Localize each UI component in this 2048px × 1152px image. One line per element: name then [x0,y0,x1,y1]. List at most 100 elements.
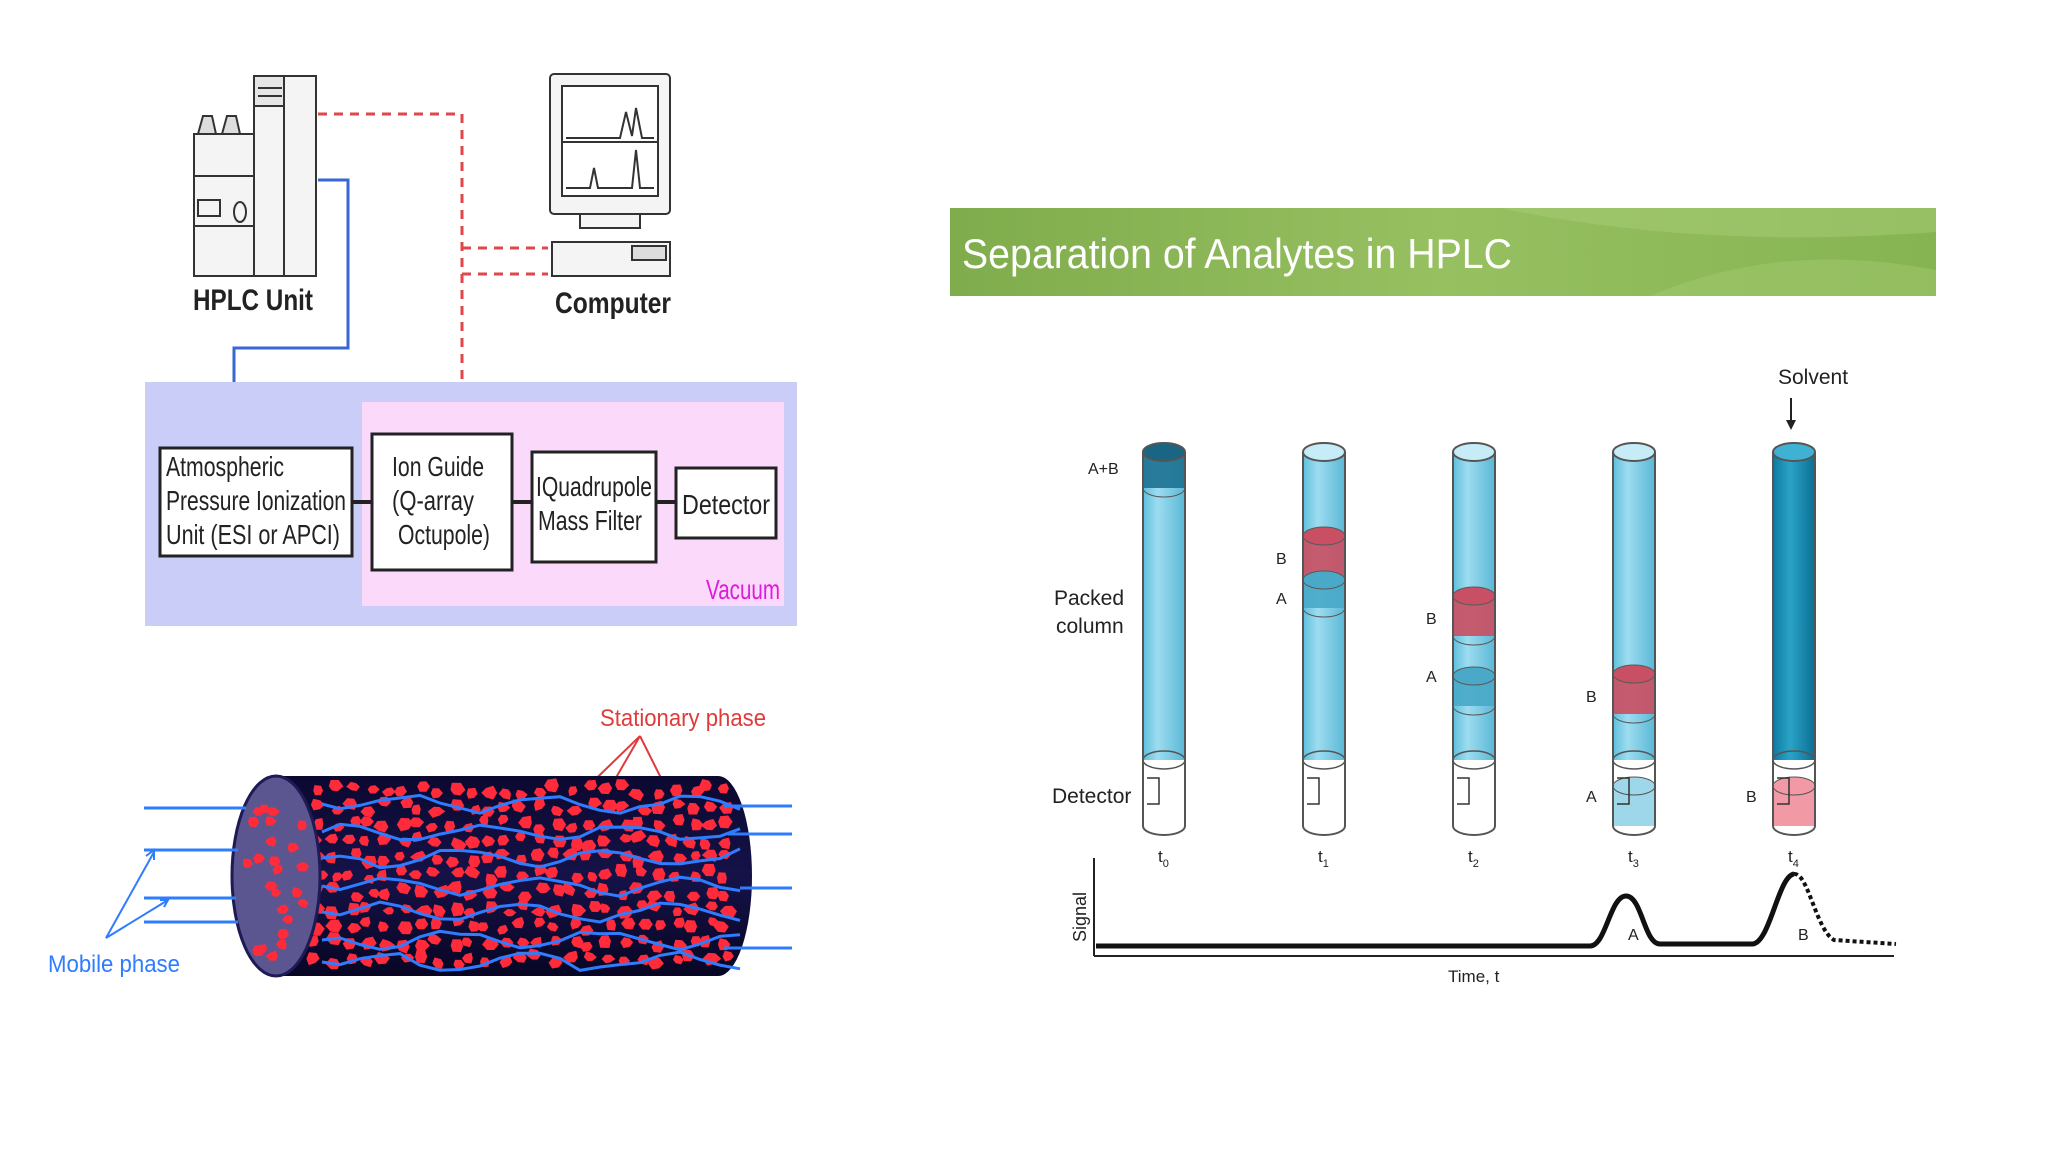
tube-bottom [1452,825,1496,836]
stationary-particle [377,888,390,901]
stationary-particle [350,848,362,859]
face-particle [281,915,294,924]
stationary-particle [347,922,362,934]
stationary-particle [517,937,530,948]
analyte-band-label: B [1276,551,1287,568]
stationary-particle [597,835,611,847]
detector-bracket [1777,777,1790,805]
stationary-particle [615,863,627,878]
stationary-particle [414,918,429,930]
tube-body [1143,452,1185,760]
ms-detector-label: Detector [682,489,770,520]
stationary-particle [533,824,546,835]
column-tube-1 [1302,442,1346,836]
stationary-particle [453,959,465,970]
stationary-particle [683,920,698,933]
stationary-particle [342,834,356,844]
stationary-particle [377,921,389,932]
ion-guide-box [370,432,514,572]
column-tube-0 [1142,442,1186,836]
stationary-particle [396,882,412,895]
stationary-particle [493,866,507,878]
stationary-particle [445,856,459,868]
peak-a-label: A [1628,927,1639,944]
stationary-particle [310,798,325,811]
face-particle [292,887,303,898]
stationary-particle [461,937,473,948]
face-particle [252,945,266,956]
stationary-particle [534,917,546,928]
stationary-particle [408,817,425,828]
stationary-particle [620,937,634,949]
detector-bracket [1307,777,1320,805]
stationary-particle [647,957,664,970]
stationary-particle [324,833,339,844]
stationary-particle [717,783,729,794]
hplc-unit-icon [193,75,317,277]
time-label-2: t2 [1468,847,1479,870]
analyte-band-bottom [1612,713,1656,724]
stationary-particle [598,935,611,948]
tube-detector-cell [1453,760,1495,826]
face-particle [248,816,260,828]
tube-body [1773,452,1815,760]
stationary-particle [571,872,584,884]
flow-line [321,822,741,842]
stationary-particle [580,839,597,853]
mobile-phase-flow-lines [321,793,741,972]
stationary-particle [553,884,566,897]
stationary-phase-label: Stationary phase [600,705,766,732]
separation-title: Separation of Analytes in HPLC [962,230,1512,277]
stationary-particle [451,902,465,917]
stationary-particle [700,818,717,831]
tube-bottom [1302,825,1346,836]
stationary-particle [425,822,438,833]
stationary-particle [568,786,578,797]
stationary-particle [600,903,611,913]
computer-icon [549,73,671,277]
stationary-particle [672,907,683,917]
stationary-particle [346,781,360,791]
stationary-particle [699,837,711,850]
analyte-band-top [1452,666,1496,686]
stationary-particle [415,939,430,953]
stationary-particle [601,954,616,964]
face-particle [264,881,278,891]
analyte-band-top [1302,570,1346,590]
stationary-particle [450,939,464,953]
stationary-particle [397,921,413,935]
face-particle [276,904,289,914]
stationary-particle [589,900,603,912]
time-label-1: t1 [1318,847,1329,870]
stationary-particle [328,780,344,792]
detector-band-top [1612,776,1656,796]
stationary-particle [672,814,685,826]
stationary-particle [499,956,513,969]
computer-label: Computer [555,287,671,320]
stationary-particle [621,917,636,930]
stationary-particle [408,870,422,880]
flow-line [321,950,741,972]
face-particle [296,862,309,872]
stationary-particle [381,787,396,797]
stationary-particle [582,820,596,831]
stationary-particle [547,847,559,859]
detector-bracket [1147,777,1160,805]
stationary-particle [673,853,688,864]
stationary-particle [396,817,413,832]
chromatogram: Signal Time, t A B [1070,858,1897,986]
stationary-particle [571,936,584,949]
stationary-particle [515,831,526,842]
analyte-band-bottom [1142,487,1186,498]
tube-bottom [1612,825,1656,836]
stationary-particle [690,851,701,860]
flow-line [321,793,741,815]
stationary-particle [544,778,559,793]
stationary-particle [638,918,653,930]
time-label-3: t3 [1628,847,1639,870]
analyte-band-top [1302,526,1346,546]
stationary-particle [646,890,663,902]
mobile-phase-label: Mobile phase [48,951,180,978]
flow-line [321,900,741,924]
